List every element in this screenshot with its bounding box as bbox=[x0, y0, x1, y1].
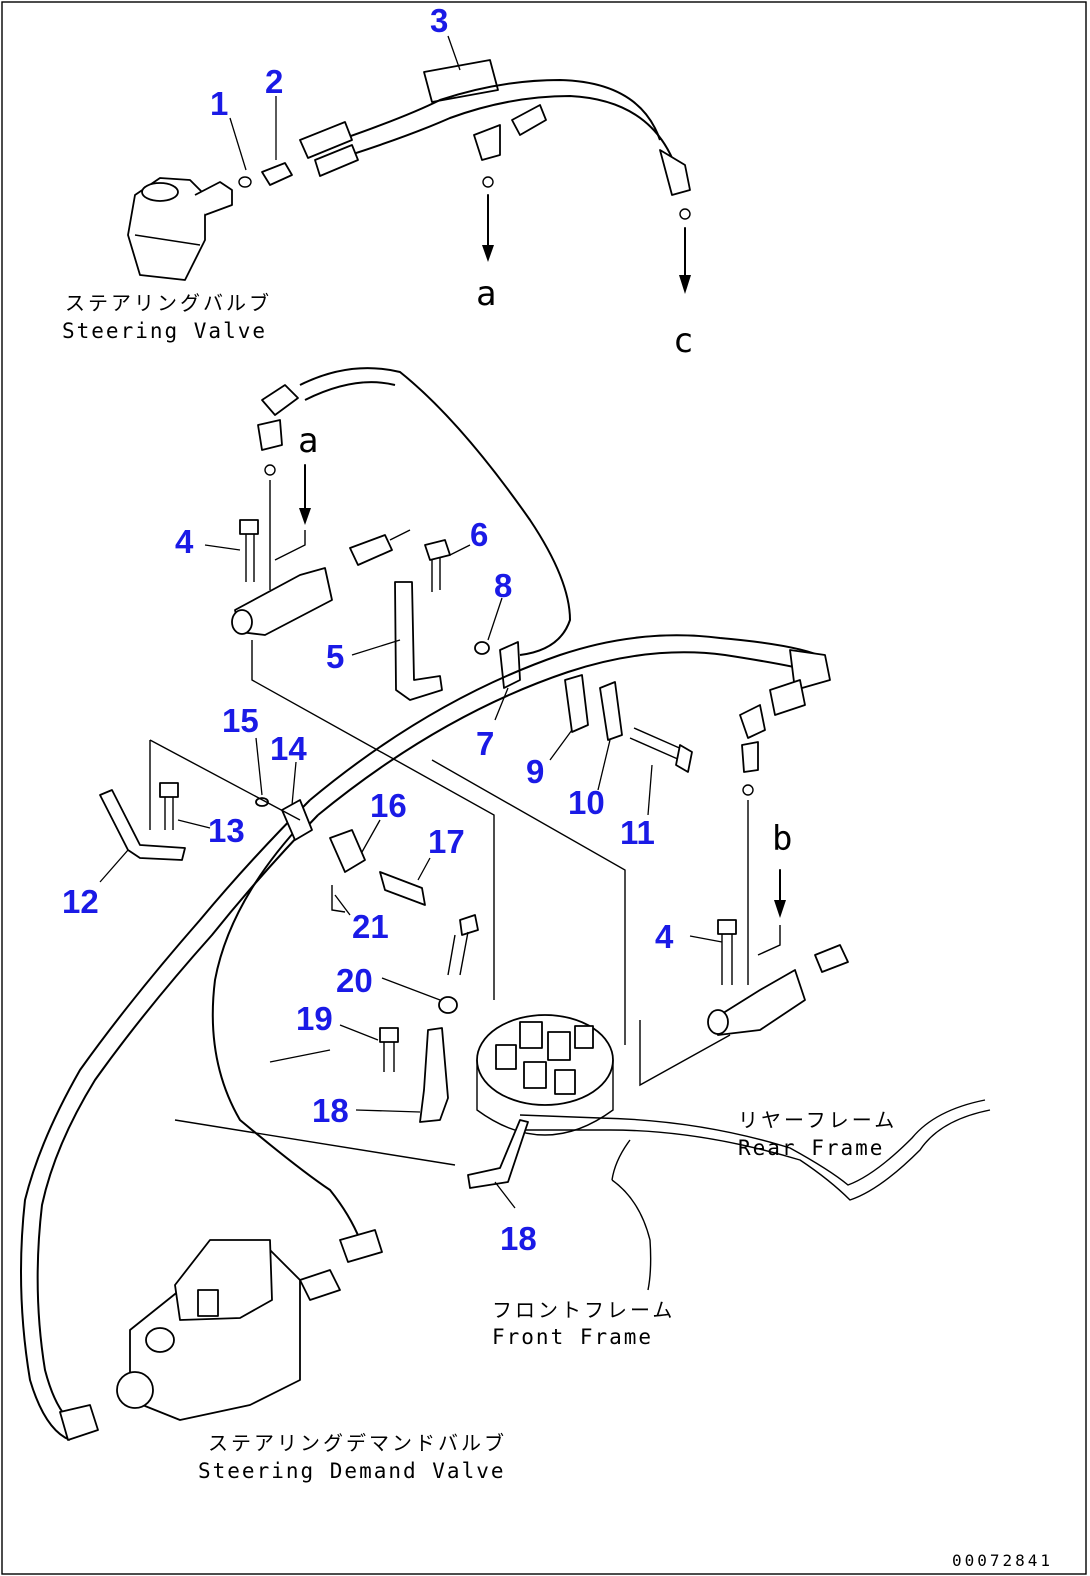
callout-6: 6 bbox=[470, 516, 488, 553]
callout-16: 16 bbox=[370, 787, 407, 824]
tee-block-right bbox=[707, 944, 849, 1036]
bolt-19 bbox=[379, 1027, 399, 1072]
bracket-9 bbox=[564, 674, 589, 733]
upper-return-hose bbox=[257, 367, 572, 656]
clamp-7 bbox=[499, 641, 521, 689]
demand-valve-label-en: Steering Demand Valve bbox=[198, 1459, 506, 1483]
callout-13: 13 bbox=[208, 812, 245, 849]
callout-4-upper: 4 bbox=[175, 523, 194, 560]
clip-8 bbox=[474, 641, 490, 655]
svg-text:c: c bbox=[673, 321, 693, 361]
callout-5: 5 bbox=[326, 638, 344, 675]
fitting-2 bbox=[261, 162, 293, 186]
bolt-4-lower bbox=[717, 919, 737, 985]
callout-14: 14 bbox=[270, 730, 307, 767]
bracket-18-lower bbox=[467, 1119, 529, 1189]
callout-21: 21 bbox=[352, 908, 389, 945]
svg-text:a: a bbox=[476, 274, 496, 314]
steering-valve-label-jp: ステアリングバルブ bbox=[65, 291, 272, 315]
callout-1: 1 bbox=[210, 85, 228, 122]
demand-valve-label-jp: ステアリングデマンドバルブ bbox=[208, 1431, 507, 1455]
svg-text:b: b bbox=[772, 819, 792, 859]
callout-18-lower: 18 bbox=[500, 1220, 537, 1257]
front-frame-label-en: Front Frame bbox=[492, 1325, 653, 1349]
front-frame-leaders bbox=[611, 1139, 652, 1291]
document-id: 00072841 bbox=[952, 1551, 1053, 1570]
callout-4-lower: 4 bbox=[655, 918, 674, 955]
callout-leaders bbox=[99, 35, 723, 1209]
bolt-11 bbox=[629, 727, 693, 773]
callout-17: 17 bbox=[428, 823, 465, 860]
bracket-10 bbox=[599, 681, 623, 741]
callout-8: 8 bbox=[494, 567, 512, 604]
steering-valve-label-en: Steering Valve bbox=[62, 319, 267, 343]
bolt-4-upper bbox=[239, 519, 259, 582]
arrow-a-top: a bbox=[476, 176, 496, 314]
clamp-16-17-21 bbox=[329, 829, 426, 913]
callout-3: 3 bbox=[430, 2, 448, 39]
right-hose-end bbox=[739, 704, 766, 985]
callout-15: 15 bbox=[222, 702, 259, 739]
steering-valve bbox=[127, 176, 252, 281]
bracket-5 bbox=[394, 581, 443, 701]
center-pivot bbox=[476, 1014, 614, 1136]
bolt-13 bbox=[159, 782, 179, 830]
arrow-a-mid: a bbox=[274, 421, 318, 561]
callout-9: 9 bbox=[526, 753, 544, 790]
bracket-18-upper bbox=[419, 1027, 449, 1123]
arrow-b-right: b bbox=[757, 819, 792, 956]
hose-3-bundle bbox=[299, 59, 691, 196]
main-long-hose bbox=[20, 634, 831, 1441]
bracket-12 bbox=[99, 789, 186, 861]
callout-2: 2 bbox=[265, 63, 283, 100]
callout-7: 7 bbox=[476, 725, 494, 762]
rear-frame-label-jp: リヤーフレーム bbox=[738, 1108, 897, 1132]
callout-18-upper: 18 bbox=[312, 1092, 349, 1129]
bolt-20-upper bbox=[438, 914, 479, 1014]
arrow-c-top: c bbox=[673, 208, 693, 361]
rear-frame bbox=[519, 1099, 991, 1201]
steering-demand-valve bbox=[59, 1229, 383, 1441]
bolt-6 bbox=[424, 539, 451, 592]
callout-19: 19 bbox=[296, 1000, 333, 1037]
rear-frame-label-en: Rear Frame bbox=[738, 1136, 884, 1160]
svg-text:a: a bbox=[298, 421, 318, 461]
frame-lines bbox=[149, 640, 731, 1166]
clamp-14-15 bbox=[255, 797, 313, 841]
front-frame-label-jp: フロントフレーム bbox=[492, 1298, 675, 1322]
callout-12: 12 bbox=[62, 883, 99, 920]
callout-11: 11 bbox=[620, 814, 655, 851]
tee-block-left bbox=[231, 529, 411, 636]
callout-10: 10 bbox=[568, 784, 605, 821]
callout-20: 20 bbox=[336, 962, 373, 999]
